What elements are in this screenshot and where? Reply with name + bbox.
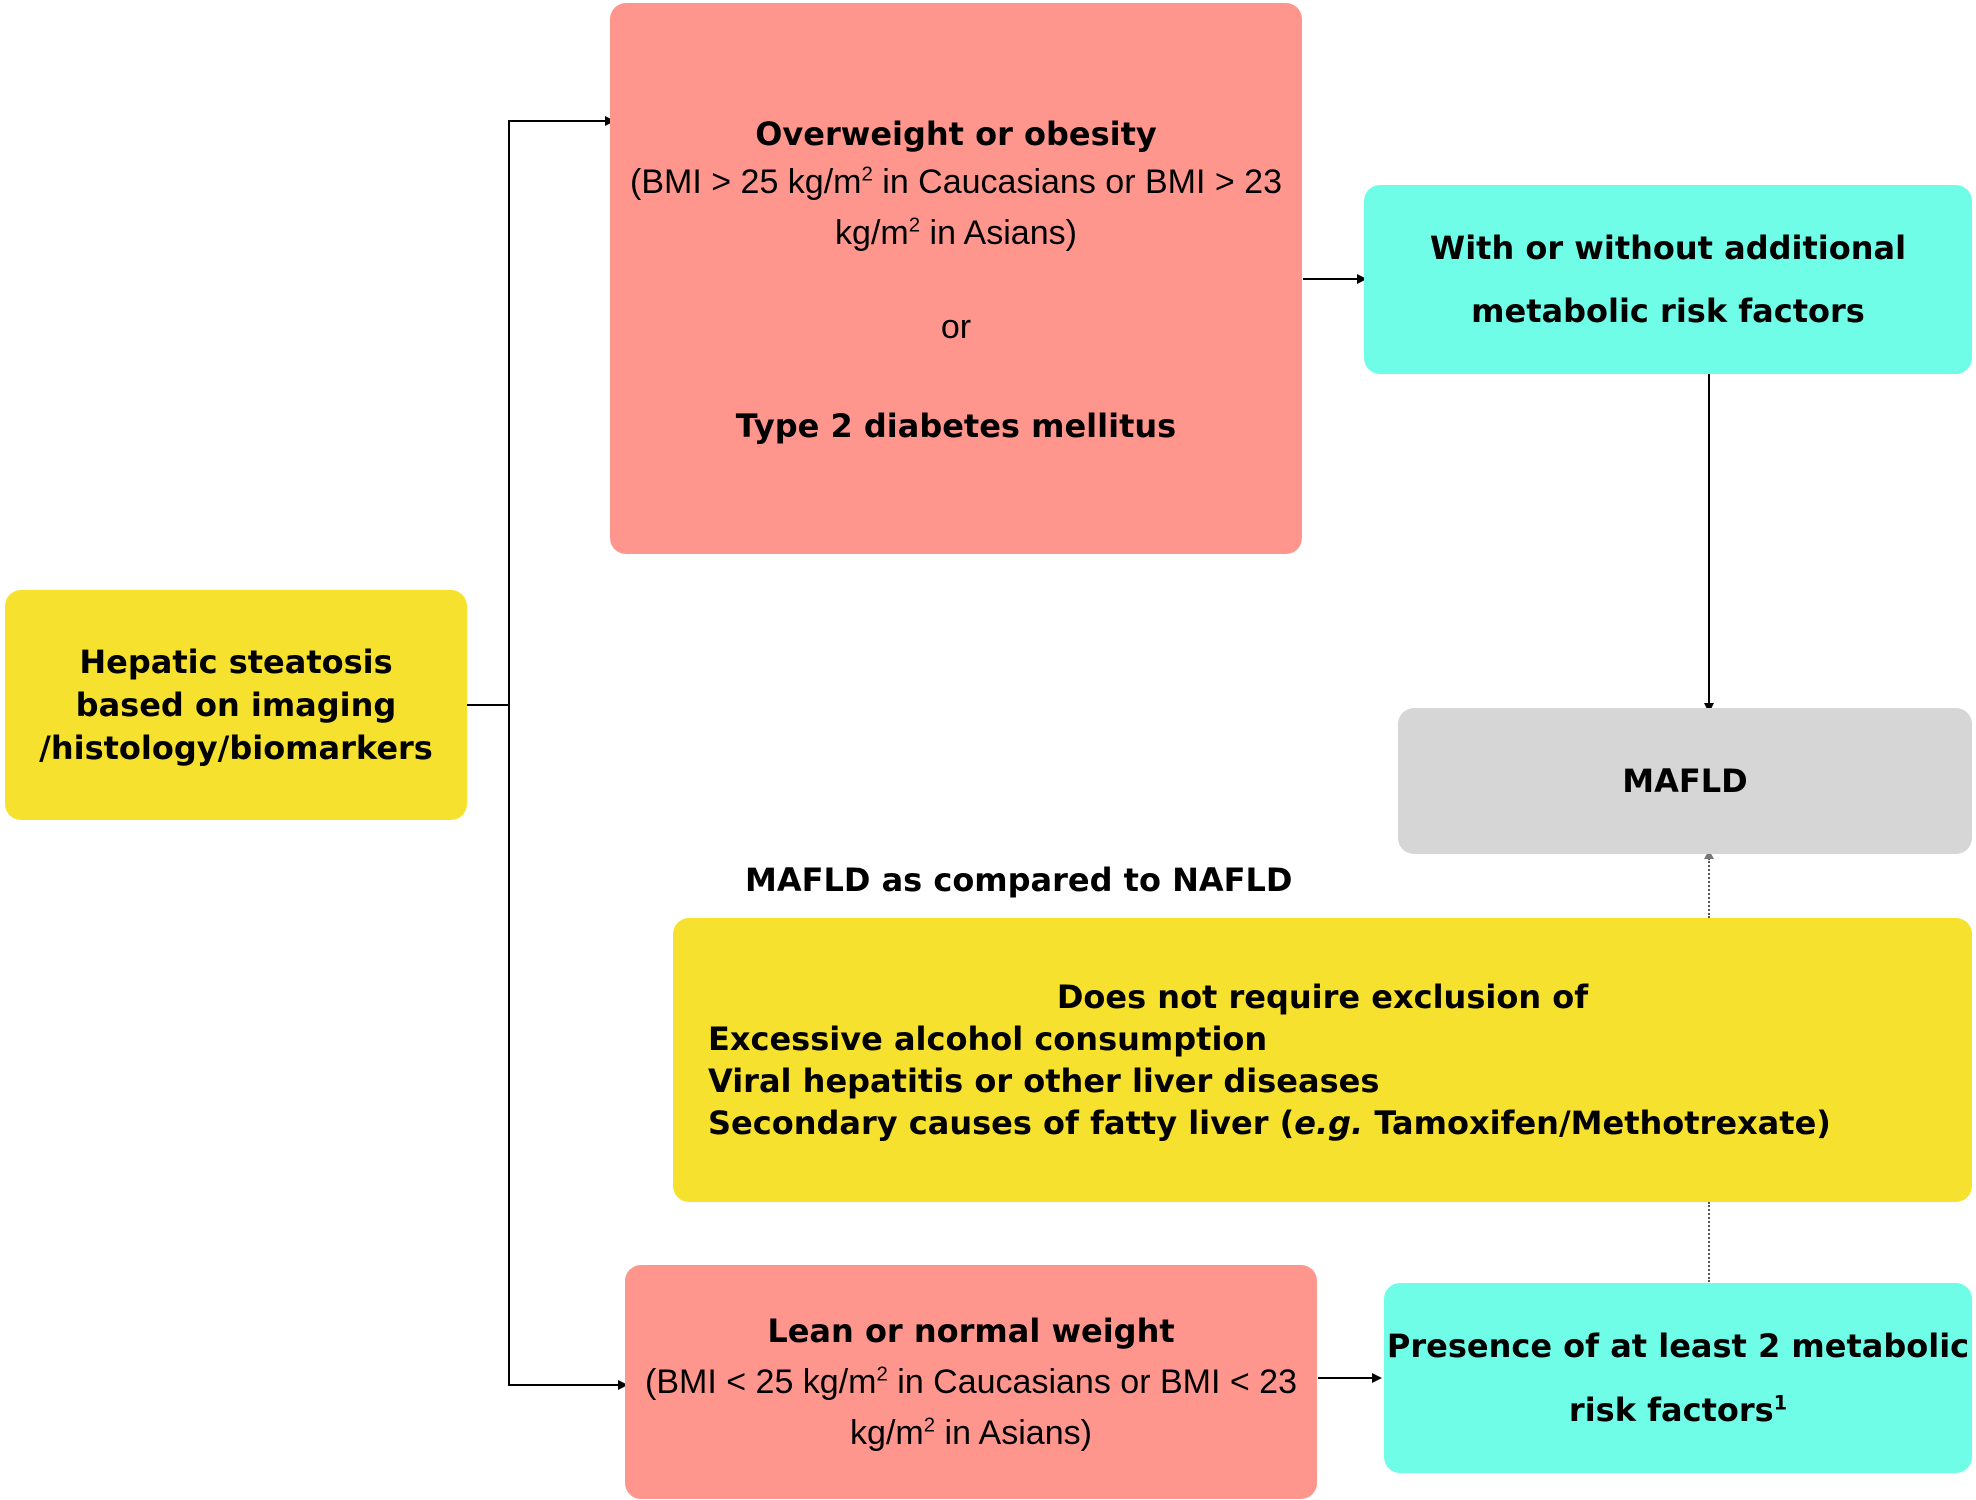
connector-additional-to-mafld (1708, 370, 1710, 708)
additional-line: metabolic risk factors (1471, 291, 1865, 330)
superscript: 2 (876, 1363, 888, 1386)
overweight-node: Overweight or obesity (BMI > 25 kg/m2 in… (610, 3, 1302, 554)
footnote-marker: 1 (1773, 1391, 1788, 1415)
connector-start-to-branch (466, 704, 510, 706)
arrow-head (1704, 850, 1714, 859)
lean-bmi-text: kg/m (850, 1414, 924, 1452)
comparison-node: Does not require exclusion of Excessive … (673, 918, 1972, 1202)
overweight-or: or (940, 308, 972, 346)
overweight-bmi-text: (BMI > 25 kg/m (630, 163, 862, 201)
comparison-item: Excessive alcohol consumption (708, 1020, 1268, 1058)
comparison-heading: MAFLD as compared to NAFLD (745, 861, 1293, 899)
comparison-item: Secondary causes of fatty liver (e.g. Ta… (673, 1102, 1972, 1144)
connector-branch-to-overweight (508, 120, 608, 122)
overweight-title: Overweight or obesity (755, 115, 1157, 153)
lean-bmi-text: in Asians) (935, 1414, 1092, 1452)
presence-line: risk factors1 (1569, 1378, 1787, 1442)
t2dm-label: Type 2 diabetes mellitus (735, 407, 1177, 445)
connector-branch-to-lean (508, 1384, 623, 1386)
start-line: based on imaging (75, 685, 397, 724)
superscript: 2 (923, 1414, 936, 1437)
presence-line: Presence of at least 2 metabolic (1386, 1327, 1970, 1365)
overweight-bmi-line2: kg/m2 in Asians) (835, 208, 1077, 258)
lean-bmi-line2: kg/m2 in Asians) (850, 1408, 1092, 1458)
arrow-head (1357, 274, 1367, 284)
arrow-head (618, 1380, 628, 1390)
additional-risk-node: With or without additional metabolic ris… (1364, 185, 1972, 374)
comparison-item-emphasis: e.g. (1294, 1104, 1364, 1142)
comparison-item-text: Tamoxifen/Methotrexate) (1363, 1104, 1831, 1142)
lean-bmi-text: in Caucasians or BMI < 23 (887, 1363, 1297, 1401)
start-line: Hepatic steatosis (79, 642, 393, 681)
mafld-node: MAFLD (1398, 708, 1972, 854)
overweight-bmi-text: in Caucasians or BMI > 23 (872, 163, 1282, 201)
connector-overweight-to-additional (1303, 278, 1362, 280)
superscript: 2 (908, 214, 921, 237)
overweight-bmi-text: in Asians) (920, 214, 1077, 252)
connector-branch-vertical (508, 120, 510, 1386)
mafld-label: MAFLD (1622, 762, 1748, 800)
dotted-connector-presence-to-comparison (1708, 1202, 1710, 1282)
connector-lean-to-presence (1318, 1377, 1376, 1379)
superscript: 2 (861, 163, 873, 186)
overweight-bmi-line1: (BMI > 25 kg/m2 in Caucasians or BMI > 2… (630, 156, 1282, 208)
overweight-bmi-text: kg/m (835, 214, 909, 252)
lean-bmi-text: (BMI < 25 kg/m (645, 1363, 877, 1401)
comparison-title: Does not require exclusion of (1056, 978, 1589, 1016)
presence-risk-node: Presence of at least 2 metabolic risk fa… (1384, 1283, 1972, 1473)
comparison-item-text: Secondary causes of fatty liver ( (708, 1104, 1295, 1142)
lean-bmi-line1: (BMI < 25 kg/m2 in Caucasians or BMI < 2… (645, 1356, 1297, 1408)
lean-node: Lean or normal weight (BMI < 25 kg/m2 in… (625, 1265, 1317, 1499)
presence-text: risk factors (1568, 1391, 1774, 1429)
additional-line: With or without additional (1429, 228, 1907, 267)
comparison-item: Viral hepatitis or other liver diseases (708, 1062, 1380, 1100)
start-node-hepatic-steatosis: Hepatic steatosis based on imaging /hist… (5, 590, 467, 820)
arrow-head (1372, 1373, 1382, 1383)
lean-title: Lean or normal weight (767, 1312, 1175, 1350)
start-line: /histology/biomarkers (39, 728, 433, 767)
dotted-connector-comparison-to-mafld (1708, 858, 1710, 918)
